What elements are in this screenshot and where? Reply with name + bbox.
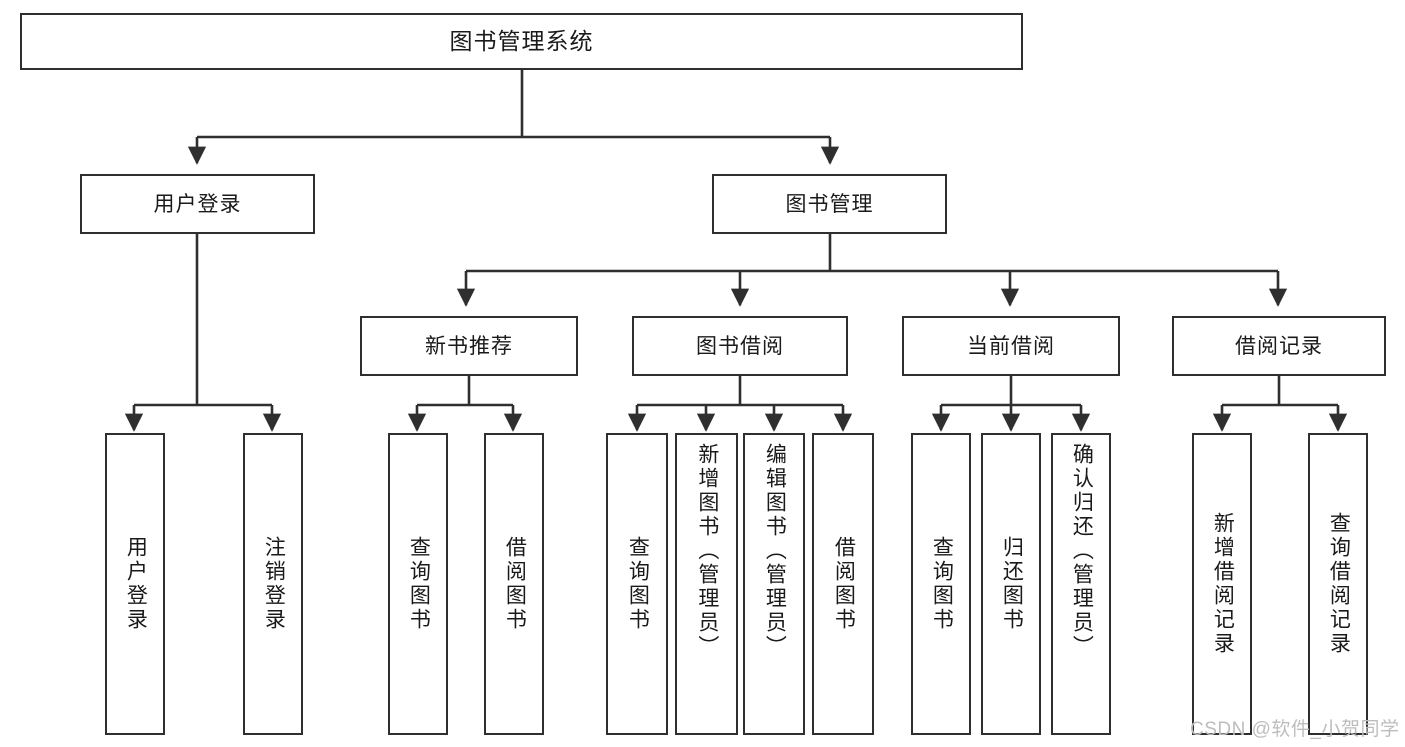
leaf-current-borrow-confirm-return-admin[interactable]: 确认归还（管理员） <box>1051 433 1111 735</box>
node-label: 查询图书 <box>626 536 650 632</box>
node-label: 新增借阅记录 <box>1211 512 1235 656</box>
node-label: 图书借阅 <box>696 334 784 358</box>
node-label: 新增图书（管理员） <box>695 443 719 659</box>
node-label: 编辑图书（管理员） <box>763 443 787 659</box>
node-label: 用户登录 <box>124 536 148 632</box>
node-label: 借阅记录 <box>1235 334 1323 358</box>
leaf-book-borrow-add-book-admin[interactable]: 新增图书（管理员） <box>675 433 738 735</box>
node-label: 借阅图书 <box>832 536 856 632</box>
node-label: 确认归还（管理员） <box>1070 443 1094 659</box>
node-label: 用户登录 <box>153 192 242 216</box>
node-label: 注销登录 <box>262 536 286 632</box>
leaf-book-borrow-query-book[interactable]: 查询图书 <box>606 433 668 735</box>
node-current-borrow[interactable]: 当前借阅 <box>902 316 1120 376</box>
leaf-current-borrow-return-book[interactable]: 归还图书 <box>981 433 1041 735</box>
node-label: 图书管理 <box>785 192 874 216</box>
node-user-login[interactable]: 用户登录 <box>80 174 315 234</box>
leaf-new-book-borrow-book[interactable]: 借阅图书 <box>484 433 544 735</box>
leaf-borrow-record-add-record[interactable]: 新增借阅记录 <box>1192 433 1252 735</box>
node-label: 查询借阅记录 <box>1327 512 1351 656</box>
node-label: 图书管理系统 <box>449 28 594 54</box>
leaf-user-login-login[interactable]: 用户登录 <box>105 433 165 735</box>
leaf-current-borrow-query-book[interactable]: 查询图书 <box>911 433 971 735</box>
node-label: 当前借阅 <box>967 334 1055 358</box>
node-label: 查询图书 <box>407 536 431 632</box>
node-label: 归还图书 <box>1000 536 1024 632</box>
node-label: 借阅图书 <box>503 536 527 632</box>
leaf-book-borrow-borrow-book[interactable]: 借阅图书 <box>812 433 874 735</box>
watermark-text: CSDN @软件_小贺同学 <box>1190 719 1400 740</box>
node-borrow-record[interactable]: 借阅记录 <box>1172 316 1386 376</box>
leaf-new-book-query-book[interactable]: 查询图书 <box>388 433 448 735</box>
leaf-book-borrow-edit-book-admin[interactable]: 编辑图书（管理员） <box>743 433 805 735</box>
node-book-borrow[interactable]: 图书借阅 <box>632 316 848 376</box>
node-root-book-management-system[interactable]: 图书管理系统 <box>20 13 1023 70</box>
node-book-management[interactable]: 图书管理 <box>712 174 947 234</box>
node-label: 新书推荐 <box>425 334 513 358</box>
node-new-book-recommend[interactable]: 新书推荐 <box>360 316 578 376</box>
node-label: 查询图书 <box>930 536 954 632</box>
leaf-borrow-record-query-record[interactable]: 查询借阅记录 <box>1308 433 1368 735</box>
leaf-user-login-logout[interactable]: 注销登录 <box>243 433 303 735</box>
